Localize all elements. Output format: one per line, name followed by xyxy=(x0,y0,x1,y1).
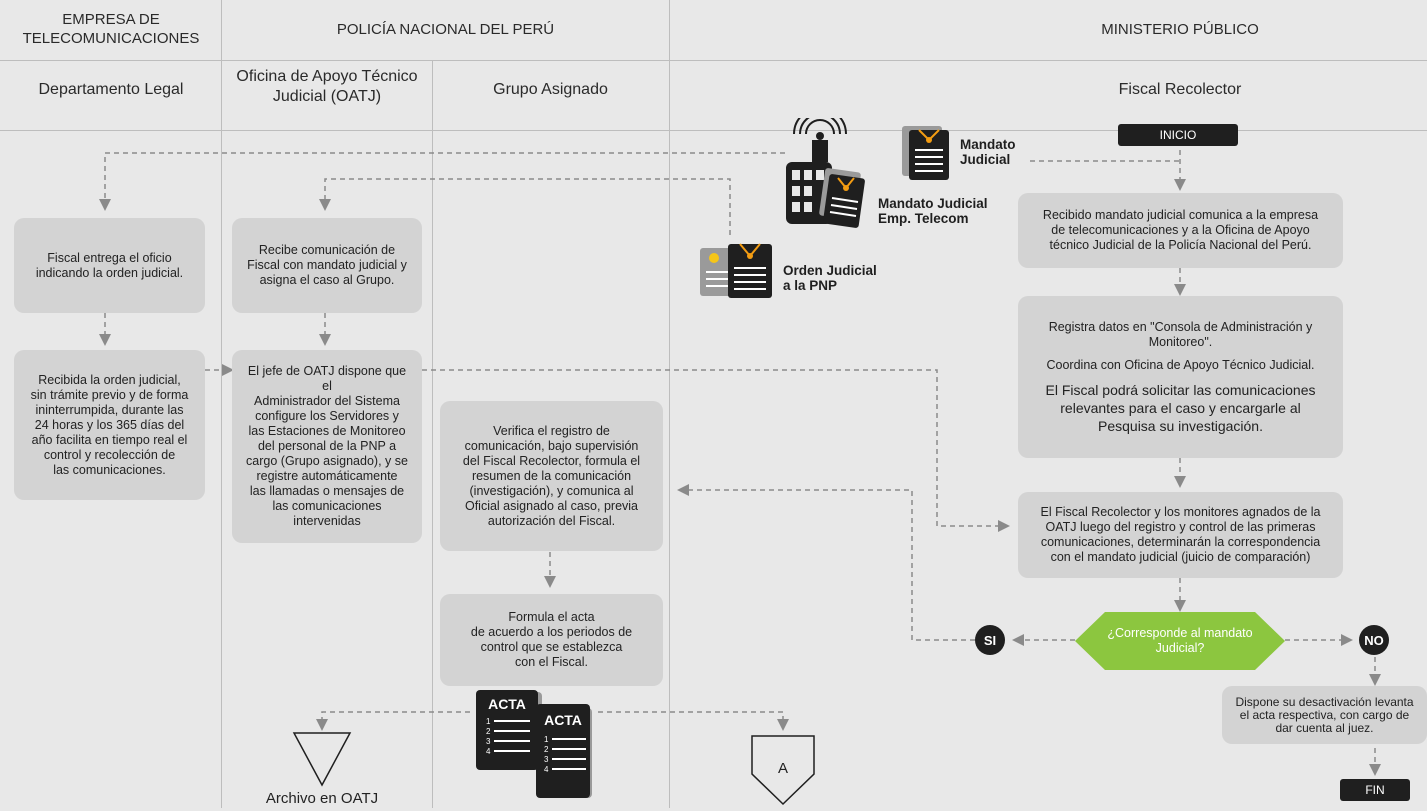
fiscal-step-2-registra: Registra datos en "Consola de Administra… xyxy=(1048,319,1313,349)
acta1-num-2: 2 xyxy=(486,726,491,736)
no-circle: NO xyxy=(1359,625,1389,655)
acta-title-1: ACTA xyxy=(488,696,526,712)
decision-text: ¿Corresponde al mandato Judicial? xyxy=(1107,626,1253,655)
decision-shape xyxy=(1075,612,1285,670)
fiscal-step-2: Registra datos en "Consola de Administra… xyxy=(1018,296,1343,458)
subheader-oatj: Oficina de Apoyo Técnico Judicial (OATJ) xyxy=(236,68,418,105)
acta2-num-2: 2 xyxy=(544,744,549,754)
yes-circle: SI xyxy=(975,625,1005,655)
offpage-connector-shape xyxy=(750,734,816,806)
grupo-step-2: Formula el acta de acuerdo a los periodo… xyxy=(440,594,663,686)
telecom-tower-icon xyxy=(784,107,876,230)
fin-badge: FIN xyxy=(1340,779,1410,801)
archivo-triangle-icon xyxy=(292,731,352,787)
legal-step-2: Recibida la orden judicial, sin trámite … xyxy=(14,350,205,500)
mandato-telecom-label: Mandato Judicial Emp. Telecom xyxy=(878,196,988,226)
subheader-departamento: Departamento Legal xyxy=(38,81,184,98)
grupo-step-1: Verifica el registro de comunicación, ba… xyxy=(440,401,663,551)
column-divider-1 xyxy=(221,0,222,808)
oatj-step-2: El jefe de OATJ dispone que el Administr… xyxy=(232,350,422,543)
acta-title-2: ACTA xyxy=(544,712,582,728)
fiscal-step-3: El Fiscal Recolector y los monitores agn… xyxy=(1018,492,1343,578)
header-ministerio: MINISTERIO PÚBLICO xyxy=(1101,21,1259,38)
header-divider-2 xyxy=(0,130,1427,131)
header-empresa: EMPRESA DE TELECOMUNICACIONES xyxy=(22,11,200,47)
desactivacion-step: Dispone su desactivación levanta el acta… xyxy=(1222,686,1427,744)
mandato-document-icon xyxy=(902,124,952,180)
acta1-num-1: 1 xyxy=(486,716,491,726)
fiscal-step-2-solicitar: El Fiscal podrá solicitar las comunicaci… xyxy=(1045,381,1316,434)
acta-lines-2: 1 2 3 4 xyxy=(544,734,587,774)
orden-pnp-document-icon xyxy=(698,242,780,300)
fiscal-step-2-coordina: Coordina con Oficina de Apoyo Técnico Ju… xyxy=(1046,357,1315,372)
fiscal-step-1: Recibido mandato judicial comunica a la … xyxy=(1018,193,1343,268)
oatj-step-1: Recibe comunicación de Fiscal con mandat… xyxy=(232,218,422,313)
subheader-fiscal: Fiscal Recolector xyxy=(1118,81,1242,98)
acta-lines-1: 1 2 3 4 xyxy=(486,716,531,756)
column-divider-2 xyxy=(432,60,433,808)
mandato-label: Mandato Judicial xyxy=(960,137,1016,167)
offpage-connector-label: A xyxy=(777,760,788,777)
acta2-num-3: 3 xyxy=(544,754,549,764)
subheader-grupo: Grupo Asignado xyxy=(493,81,608,98)
acta1-num-3: 3 xyxy=(486,736,491,746)
acta2-num-4: 4 xyxy=(544,764,549,774)
header-policia: POLICÍA NACIONAL DEL PERÚ xyxy=(336,21,555,38)
header-divider-1 xyxy=(0,60,1427,61)
archivo-label: Archivo en OATJ xyxy=(265,790,379,807)
legal-step-1: Fiscal entrega el oficio indicando la or… xyxy=(14,218,205,313)
acta2-num-1: 1 xyxy=(544,734,549,744)
orden-pnp-label: Orden Judicial a la PNP xyxy=(783,263,877,293)
inicio-badge: INICIO xyxy=(1118,124,1238,146)
column-divider-3 xyxy=(669,0,670,808)
acta1-num-4: 4 xyxy=(486,746,491,756)
